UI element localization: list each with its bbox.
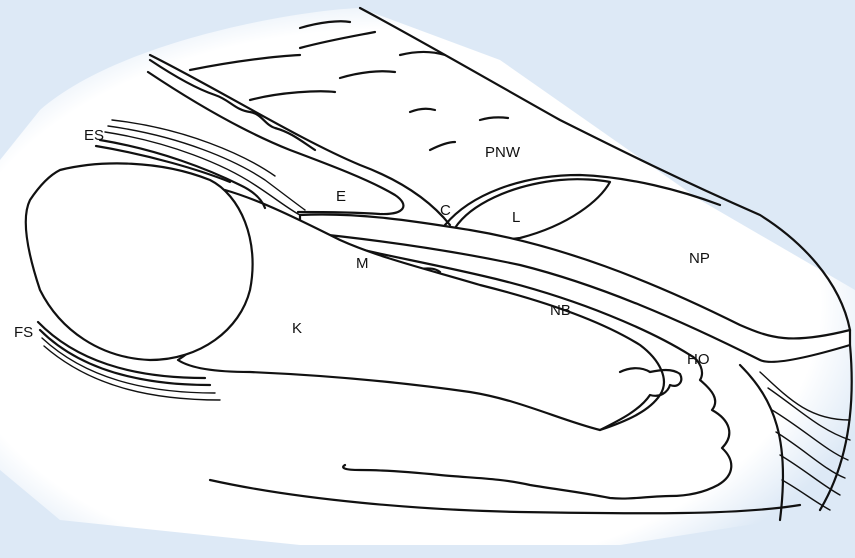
label-k: K <box>292 320 302 337</box>
label-pnw: PNW <box>485 144 521 161</box>
label-nb: NB <box>550 302 571 319</box>
label-e: E <box>336 188 346 205</box>
label-ho: HO <box>687 351 710 368</box>
label-es: ES <box>84 127 104 144</box>
label-l: L <box>512 209 520 226</box>
label-np: NP <box>689 250 710 267</box>
label-m: M <box>356 255 369 272</box>
label-fs: FS <box>14 324 33 341</box>
label-c: C <box>440 202 451 219</box>
